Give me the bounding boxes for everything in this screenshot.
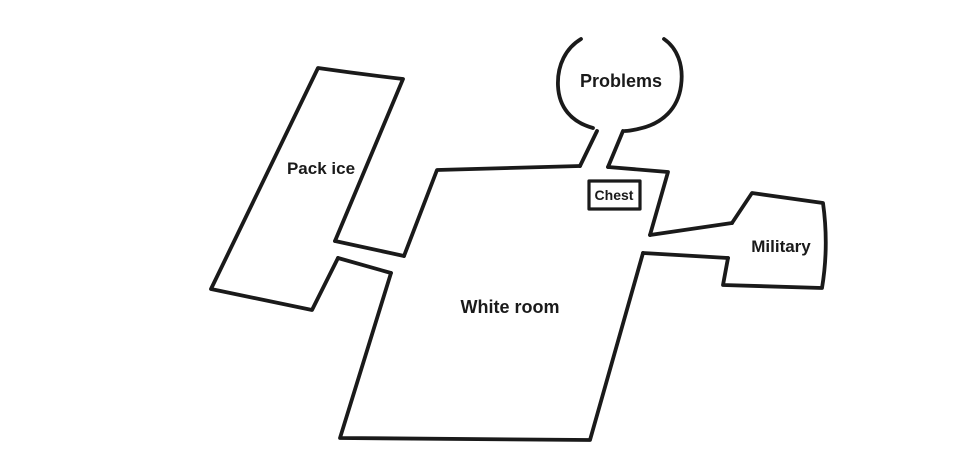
white-room-label: White room — [461, 297, 560, 317]
passage-pack-ice-white-room-lower-wall — [336, 256, 393, 275]
passage-problems-white-room-left-wall — [578, 129, 599, 168]
passage-problems-white-room-right-wall — [606, 129, 625, 169]
problems-room-right-arc — [623, 37, 684, 133]
military-label: Military — [751, 237, 811, 256]
problems-room-left-arc — [556, 37, 595, 130]
white-room-outline-top-left — [402, 164, 582, 258]
passage-pack-ice-white-room-upper-wall — [333, 239, 406, 258]
white-room-outline-bottom — [338, 251, 645, 442]
problems-label: Problems — [580, 71, 662, 91]
military-room-outline — [721, 191, 828, 290]
pack-ice-label: Pack ice — [287, 159, 355, 178]
white-room-outline-top-right — [606, 165, 670, 237]
passage-white-room-military-bottom-wall — [641, 251, 730, 260]
pack-ice-room-outline — [209, 66, 405, 312]
passage-white-room-military-top-wall — [648, 221, 734, 237]
chest-label: Chest — [595, 187, 634, 203]
chest-box — [587, 179, 642, 211]
